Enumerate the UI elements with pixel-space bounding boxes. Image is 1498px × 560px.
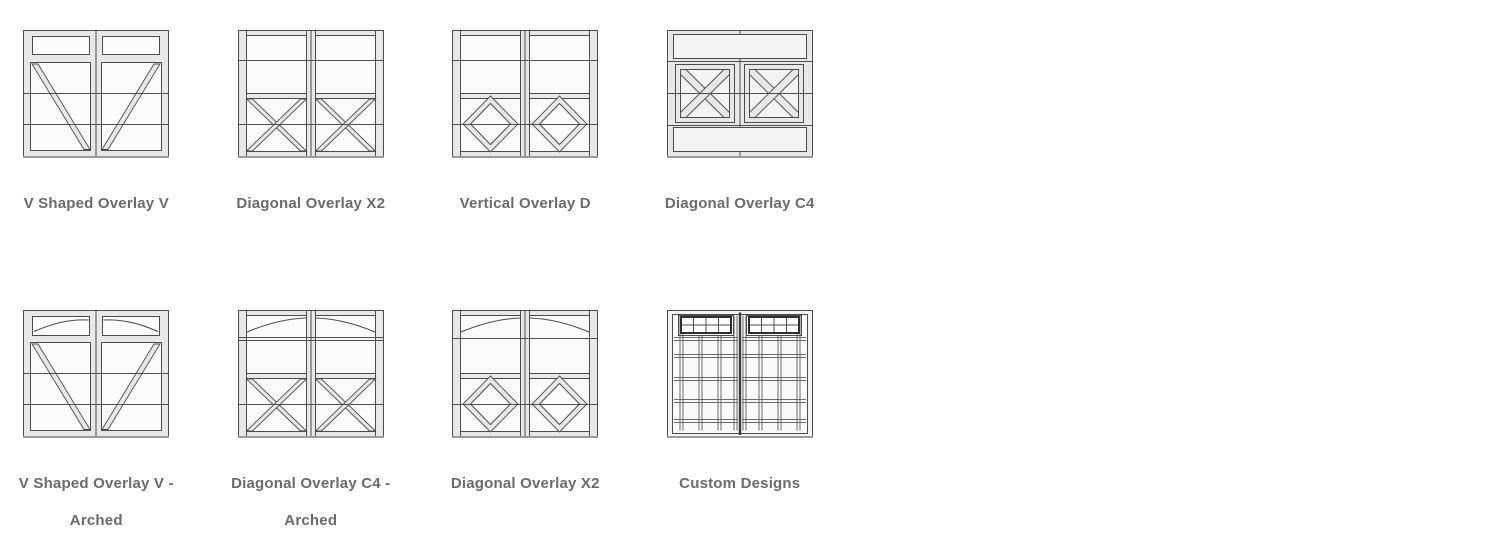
door-design-thumbnail[interactable] bbox=[666, 310, 813, 438]
product-title[interactable]: V Shaped Overlay V bbox=[23, 195, 169, 212]
product-title[interactable]: Diagonal Overlay C4 bbox=[664, 195, 815, 212]
door-design-thumbnail[interactable] bbox=[23, 30, 170, 158]
custom-designs-icon bbox=[666, 310, 813, 438]
product-title[interactable]: Diagonal Overlay C4 - Arched bbox=[231, 475, 391, 529]
diagonal-overlay-x2-arched-icon bbox=[452, 310, 599, 438]
product-title[interactable]: Diagonal Overlay X2 bbox=[450, 475, 600, 492]
product-card: Vertical Overlay D bbox=[418, 0, 633, 280]
v-shaped-overlay-v-arched-icon bbox=[23, 310, 170, 438]
product-card: V Shaped Overlay V - Arched bbox=[0, 280, 204, 560]
product-title[interactable]: Diagonal Overlay X2 bbox=[236, 195, 386, 212]
product-card: Custom Designs bbox=[633, 280, 848, 560]
product-card: Diagonal Overlay X2 bbox=[204, 0, 419, 280]
door-design-thumbnail[interactable] bbox=[23, 310, 170, 438]
door-design-thumbnail[interactable] bbox=[237, 30, 384, 158]
product-title[interactable]: Vertical Overlay D bbox=[459, 195, 591, 212]
v-shaped-overlay-v-icon bbox=[23, 30, 170, 158]
door-design-thumbnail[interactable] bbox=[452, 30, 599, 158]
product-title[interactable]: V Shaped Overlay V - Arched bbox=[18, 475, 174, 529]
door-design-thumbnail[interactable] bbox=[237, 310, 384, 438]
vertical-overlay-d-icon bbox=[452, 30, 599, 158]
diagonal-overlay-c4-icon bbox=[666, 30, 813, 158]
product-card: V Shaped Overlay V bbox=[0, 0, 204, 280]
door-design-thumbnail[interactable] bbox=[666, 30, 813, 158]
diagonal-overlay-x2-icon bbox=[237, 30, 384, 158]
product-title[interactable]: Custom Designs bbox=[679, 475, 801, 492]
product-card: Diagonal Overlay C4 bbox=[633, 0, 848, 280]
diagonal-overlay-c4-arched-icon bbox=[237, 310, 384, 438]
product-card: Diagonal Overlay C4 - Arched bbox=[204, 280, 419, 560]
door-design-thumbnail[interactable] bbox=[452, 310, 599, 438]
product-card: Diagonal Overlay X2 bbox=[418, 280, 633, 560]
